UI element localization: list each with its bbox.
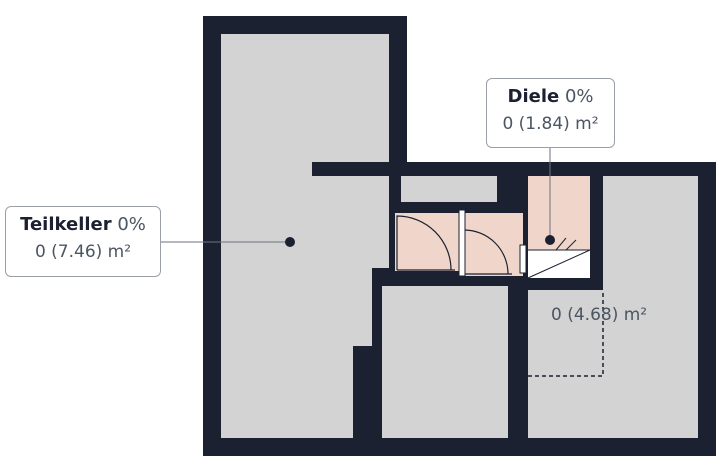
- marker-diele: [545, 235, 555, 245]
- room-hall-small: [401, 176, 497, 202]
- door-passage-2: [465, 213, 523, 276]
- teilkeller-name: Teilkeller: [20, 214, 112, 235]
- teilkeller-area: 0 (7.46) m²: [34, 241, 132, 262]
- door-swings: [396, 209, 527, 277]
- teilkeller-label: Teilkeller 0% 0 (7.46) m²: [5, 206, 161, 277]
- diele-percent: 0%: [564, 86, 594, 107]
- room-teilkeller: [221, 34, 389, 438]
- diele-area: 0 (1.84) m²: [502, 113, 599, 134]
- room-diele: [528, 176, 590, 250]
- door-swing-1: [396, 215, 452, 271]
- room3-area: 0 (4.68) m²: [551, 305, 648, 325]
- stairs: [527, 237, 591, 279]
- marker-teilkeller: [285, 237, 295, 247]
- room-right: [528, 176, 698, 438]
- leader-lines: [160, 148, 555, 247]
- teilkeller-percent: 0%: [117, 214, 146, 235]
- room-lower-middle: [382, 286, 508, 438]
- diele-name: Diele: [507, 86, 560, 107]
- diele-label: Diele 0% 0 (1.84) m²: [486, 78, 615, 148]
- dashed-outline: [528, 290, 604, 377]
- door-passage-1: [395, 213, 459, 271]
